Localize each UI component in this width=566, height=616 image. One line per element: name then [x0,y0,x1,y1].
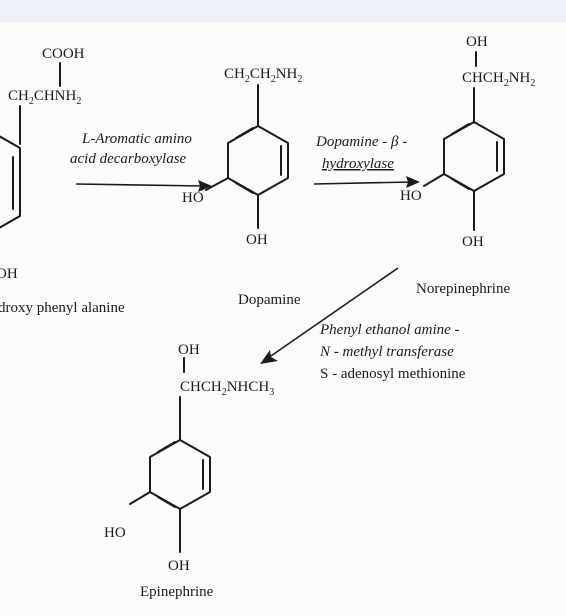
step2-arrow [313,176,420,188]
step1-arrow [75,180,212,192]
tyrosine-cooh-label: COOH [42,46,85,62]
tyrosine-side-chain-label: CH2CHNH2 [8,88,81,107]
step3-arrow [260,267,399,364]
dopamine-side-chain-label: CH2CH2NH2 [224,66,302,85]
step1-enzyme-line2: acid decarboxylase [70,151,187,167]
tyrosine-ring [0,135,21,229]
epinephrine-ring-double-bond-3 [157,496,176,508]
dopamine-structure: CH2CH2NH2 HO OH Dopamine [182,66,302,308]
dopamine-ho-label: HO [182,190,204,206]
dopamine-name: Dopamine [238,292,301,308]
epinephrine-ring-double-bond-2 [157,441,176,453]
step3-enzyme-line1: Phenyl ethanol amine - [319,322,460,338]
reaction-scheme: COOH CH2CHNH2 OH droxy phenyl alanine L-… [0,22,566,616]
norepinephrine-oh-label: OH [462,234,484,250]
step3-cofactor: S - adenosyl methionine [320,366,466,382]
norepinephrine-ring-double-bond-3 [451,178,470,190]
epinephrine-side-chain-label: CHCH2NHCH3 [180,379,274,398]
top-bar [0,0,566,22]
epinephrine-oh-label: OH [168,558,190,574]
epinephrine-structure: OH CHCH2NHCH3 HO OH Epinephrine [104,342,274,600]
epinephrine-ho-label: HO [104,525,126,541]
tyrosine-name: droxy phenyl alanine [0,300,125,316]
norepinephrine-name: Norepinephrine [416,281,510,297]
norepinephrine-structure: OH CHCH2NH2 HO OH Norepinephrine [400,34,535,297]
pathway-diagram: COOH CH2CHNH2 OH droxy phenyl alanine L-… [0,34,535,600]
tyrosine-structure: COOH CH2CHNH2 OH droxy phenyl alanine [0,46,125,316]
step2-enzyme-line1: Dopamine - β - [315,134,407,150]
step3-enzyme-line2: N - methyl transferase [319,344,454,360]
norepinephrine-side-chain-label: CHCH2NH2 [462,70,535,89]
tyrosine-oh-label: OH [0,266,18,282]
dopamine-oh-label: OH [246,232,268,248]
step1-enzyme-line1: L-Aromatic amino [81,131,192,147]
dopamine-ring-double-bond-2 [235,127,254,139]
norepinephrine-ho-label: HO [400,188,422,204]
epinephrine-oh-top-label: OH [178,342,200,358]
dopamine-ho-bond [205,177,229,191]
norepinephrine-ring-double-bond-2 [451,123,470,135]
norepinephrine-ho-bond [423,173,445,187]
norepinephrine-oh-top-label: OH [466,34,488,50]
step2-enzyme-line2: hydroxylase [322,156,394,172]
epinephrine-name: Epinephrine [140,584,214,600]
dopamine-ring-double-bond-3 [235,182,254,194]
epinephrine-ho-bond [129,491,151,505]
